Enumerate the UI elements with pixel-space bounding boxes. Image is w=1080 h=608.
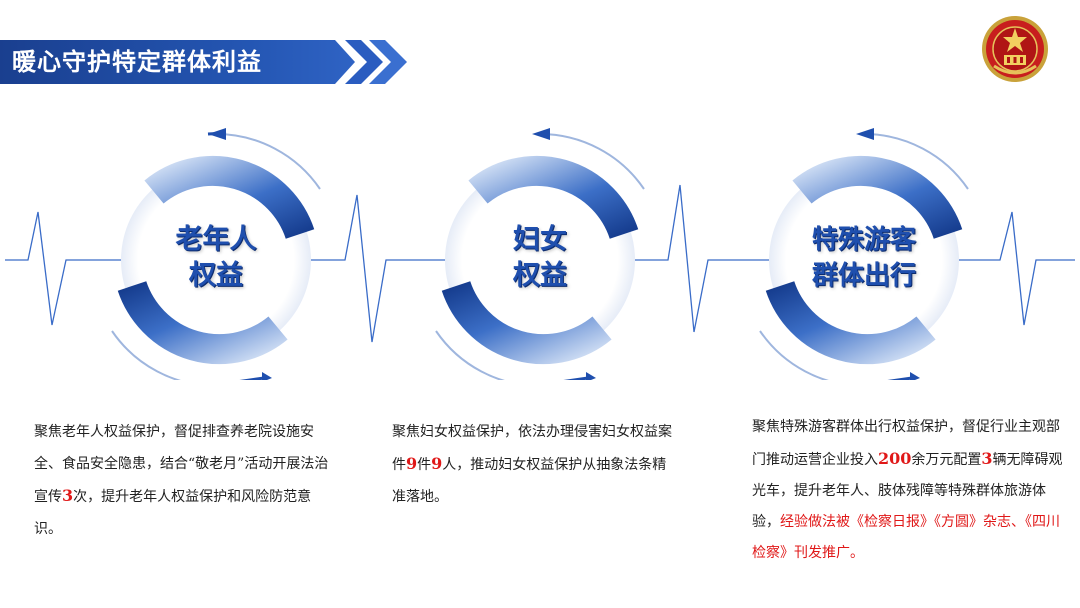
ring-label-elderly: 老年人 权益 (146, 222, 286, 294)
description-text: 件 (417, 457, 432, 473)
ring-tourists (759, 128, 969, 380)
ring-label-women: 妇女 权益 (470, 222, 610, 294)
highlight-number: 9 (431, 454, 443, 473)
description-women: 聚焦妇女权益保护，依法办理侵害妇女权益案件9件9人，推动妇女权益保护从抽象法条精… (392, 416, 678, 513)
page-title: 暖心守护特定群体利益 (12, 48, 262, 76)
procuratorate-emblem-icon (982, 16, 1048, 82)
ring-label-line: 妇女 (513, 224, 567, 255)
ring-label-tourists: 特殊游客 群体出行 (784, 222, 944, 294)
description-text: 辆无障碍观光车，提升老年人、肢体残障等特殊群体旅游体验， (752, 452, 1063, 530)
description-text: 聚焦妇女权益保护，依法办理侵害妇女权益案件 (392, 424, 672, 473)
description-text: 聚焦特殊游客群体出行权益保护，督促行业主观部门推动运营企业投入 (752, 419, 1060, 468)
ring-label-line: 权益 (513, 260, 567, 291)
description-tourists: 聚焦特殊游客群体出行权益保护，督促行业主观部门推动运营企业投入200余万元配置3… (752, 412, 1064, 569)
description-text: 次，提升老年人权益保护和风险防范意识。 (34, 489, 312, 537)
ring-label-line: 老年人 (175, 224, 257, 255)
chevron-right-icon (345, 40, 407, 84)
description-text: 余万元配置 (911, 452, 982, 468)
highlight-number: 3 (62, 486, 74, 505)
highlight-number: 9 (406, 454, 418, 473)
ring-women (435, 128, 645, 380)
title-banner (0, 40, 355, 84)
highlight-number: 3 (981, 449, 993, 468)
highlight-text: 经验做法被《检察日报》《方圆》杂志、《四川检察》刊发推广。 (752, 514, 1060, 561)
description-text: 聚焦老年人权益保护，督促排查养老院设施安全、食品安全隐患，结合“敬老月”活动开展… (34, 424, 329, 505)
ring-label-line: 权益 (189, 260, 243, 291)
rings-illustration (5, 128, 1075, 380)
description-text: 人，推动妇女权益保护从抽象法条精准落地。 (392, 457, 667, 505)
ring-elderly (111, 128, 321, 380)
ring-label-line: 特殊游客 (811, 225, 916, 255)
ring-label-line: 群体出行 (811, 261, 916, 291)
highlight-number: 200 (878, 449, 912, 468)
description-elderly: 聚焦老年人权益保护，督促排查养老院设施安全、食品安全隐患，结合“敬老月”活动开展… (34, 416, 332, 545)
